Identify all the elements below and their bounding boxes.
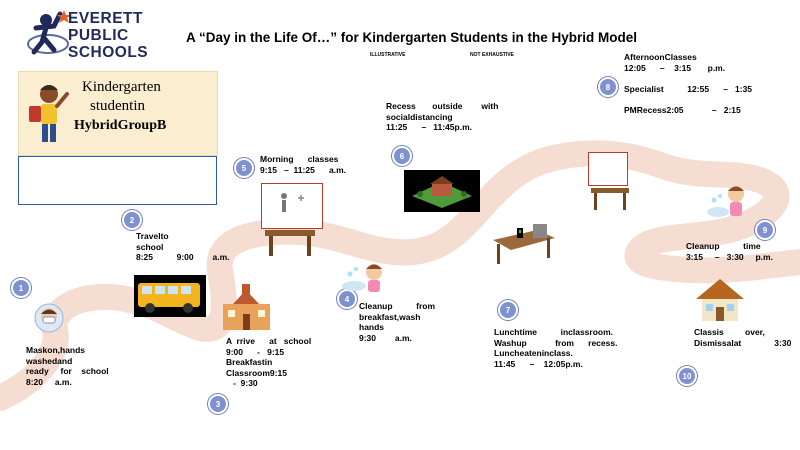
step-badge-1: 1 bbox=[11, 278, 31, 298]
empty-note-box bbox=[18, 156, 217, 205]
subtitle-not-exhaustive: NOT EXHAUSTIVE bbox=[470, 52, 514, 58]
afternoon-desk-icon bbox=[591, 188, 629, 210]
step-badge-4: 4 bbox=[337, 289, 357, 309]
logo-line-1: EVERETT bbox=[68, 10, 143, 27]
masked-child-icon bbox=[34, 303, 64, 333]
cleanup-child-icon bbox=[707, 186, 744, 217]
step-text-9: Cleanup time 3:15 – 3:30 p.m. bbox=[686, 241, 773, 262]
house-icon bbox=[696, 279, 744, 321]
step-badge-3: 3 bbox=[208, 394, 228, 414]
student-card: Kindergarten studentin HybridGroupB bbox=[18, 71, 218, 156]
afternoon-board bbox=[588, 152, 628, 186]
logo-line-3: SCHOOLS bbox=[68, 44, 149, 61]
school-building-icon bbox=[223, 284, 270, 330]
step-badge-5: 5 bbox=[234, 158, 254, 178]
logo-text: EVERETT PUBLIC SCHOOLS bbox=[68, 10, 148, 61]
lunch-table-icon bbox=[493, 224, 555, 264]
step-text-10: Classis over, Dismissalat 3:30 bbox=[694, 327, 792, 348]
card-line-2: studentin bbox=[90, 98, 145, 114]
step-badge-10: 10 bbox=[677, 366, 697, 386]
step-text-4: Cleanup from breakfast,wash hands 9:30 a… bbox=[359, 301, 436, 343]
step-text-3: A rrive at school 9:00 - 9:15 Breakfasti… bbox=[226, 336, 312, 388]
step-badge-6: 6 bbox=[392, 146, 412, 166]
step-text-2: Travelto school 8:25 9:00 a.m. bbox=[136, 231, 230, 262]
card-line-3: HybridGroupB bbox=[74, 118, 167, 133]
step-text-1: Maskon,hands washedand ready for school … bbox=[26, 345, 109, 387]
teacher-icon bbox=[281, 193, 304, 212]
card-line-1: Kindergarten bbox=[82, 79, 161, 95]
logo-line-2: PUBLIC bbox=[68, 27, 129, 44]
step-text-5: Morning classes 9:15 – 11:25 a.m. bbox=[260, 154, 346, 175]
step-badge-8: 8 bbox=[598, 77, 618, 97]
step-badge-2: 2 bbox=[122, 210, 142, 230]
classroom-board bbox=[261, 183, 323, 229]
handwashing-child-icon bbox=[342, 264, 382, 292]
school-bus-icon bbox=[134, 275, 206, 317]
step-badge-9: 9 bbox=[755, 220, 775, 240]
school-logo bbox=[20, 8, 160, 63]
page-title: A “Day in the Life Of…” for Kindergarten… bbox=[186, 30, 638, 45]
step-text-7: Lunchtime inclassroom. Washup from reces… bbox=[494, 327, 618, 369]
step-text-8: AfternoonClasses 12:05 – 3:15 p.m. Speci… bbox=[624, 52, 753, 115]
desk-icon bbox=[265, 230, 315, 256]
student-icon bbox=[29, 85, 69, 142]
step-badge-7: 7 bbox=[498, 300, 518, 320]
logo-figure-icon bbox=[27, 10, 71, 55]
step-text-6: Recess outside with socialdistancing 11:… bbox=[386, 101, 499, 132]
subtitle-illustrative: ILLUSTRATIVE bbox=[370, 52, 406, 58]
recess-yard-icon bbox=[404, 170, 480, 212]
